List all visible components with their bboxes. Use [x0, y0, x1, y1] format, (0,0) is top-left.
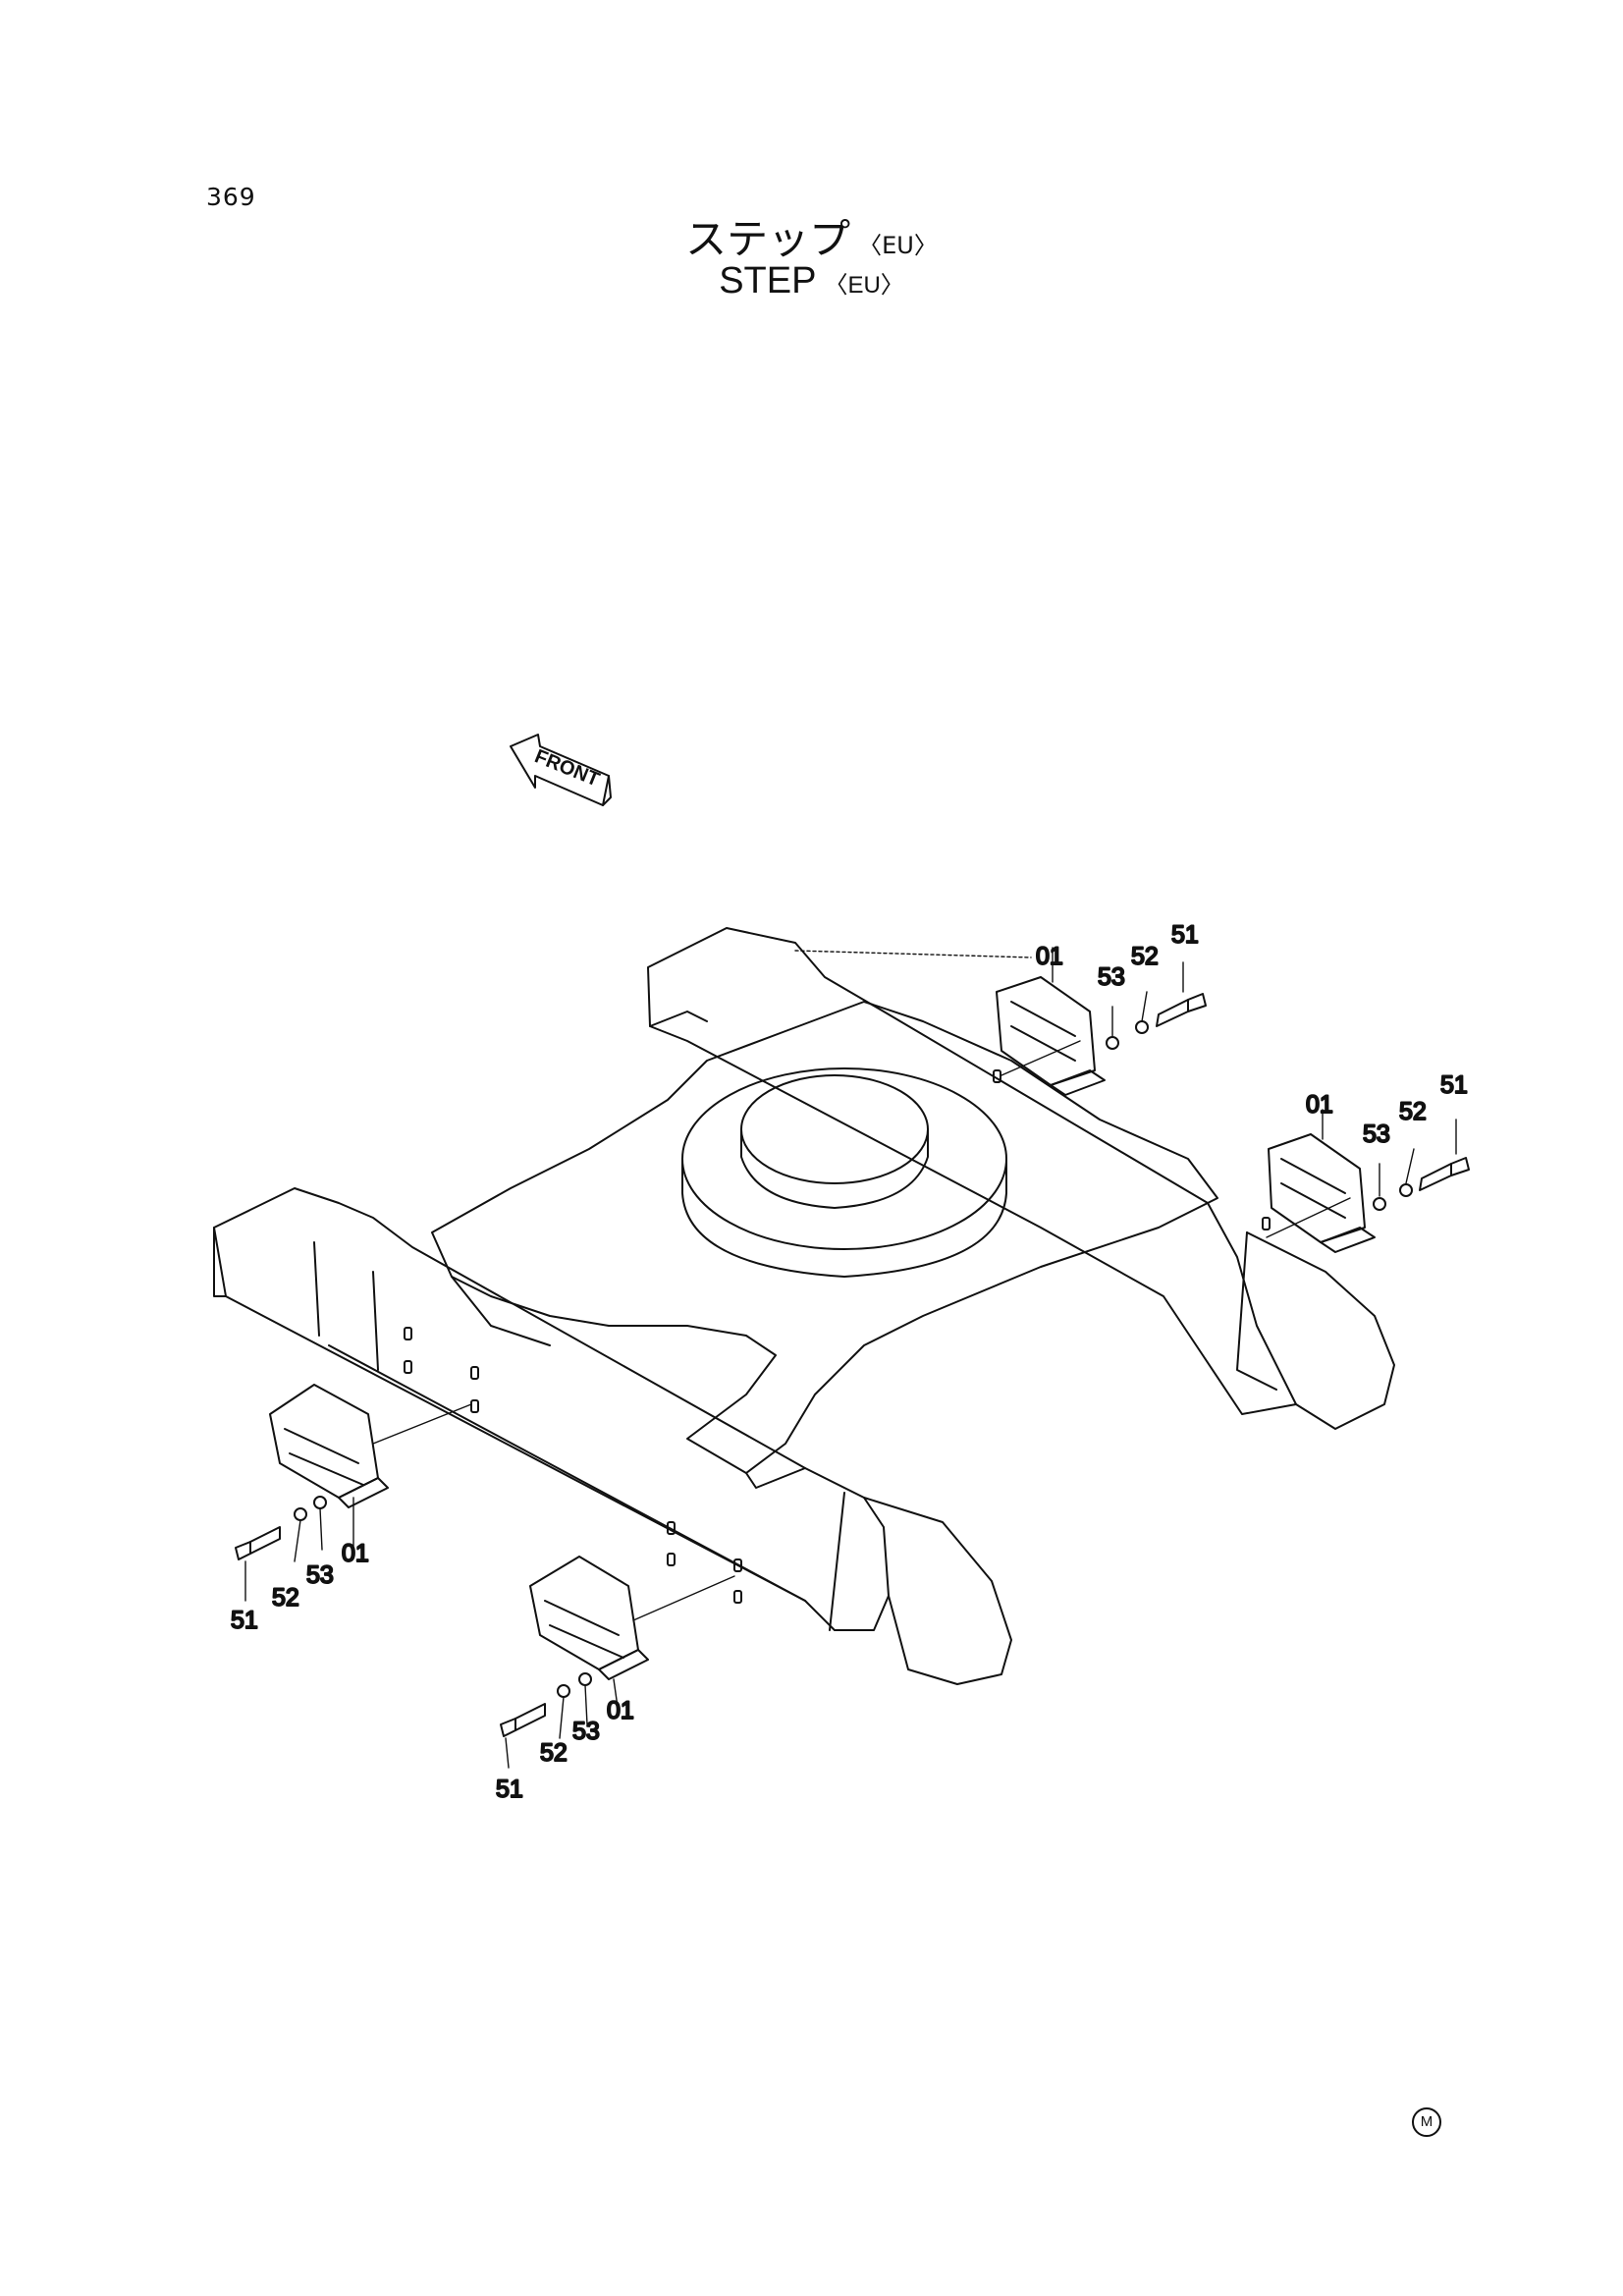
title-japanese: ステップ〈EU〉 — [0, 206, 1623, 266]
page-number: 369 — [206, 183, 256, 211]
callout-label: 51 — [1440, 1071, 1468, 1099]
step-rear-left — [996, 976, 1106, 1096]
callout-label: 53 — [572, 1718, 600, 1745]
callout-label: 51 — [231, 1607, 258, 1634]
callout-label: 53 — [1363, 1121, 1390, 1148]
leader-lines — [244, 947, 1457, 1769]
callout-label: 51 — [1171, 921, 1199, 949]
step-front-left — [269, 1384, 389, 1508]
title-variant-tag-jp: 〈EU〉 — [858, 232, 938, 259]
step-rear-right — [1268, 1133, 1376, 1253]
step-front-right — [529, 1556, 649, 1680]
callout-label: 52 — [540, 1739, 568, 1767]
callout-label: 01 — [1306, 1091, 1333, 1119]
front-arrow-icon: FRONT — [510, 734, 612, 806]
callout-label: 53 — [1098, 963, 1125, 991]
callout-label: 01 — [342, 1540, 369, 1567]
callout-label: 52 — [272, 1584, 299, 1612]
title-japanese-text: ステップ — [685, 215, 851, 263]
fasteners — [235, 993, 1470, 1737]
title-english-text: STEP — [719, 260, 817, 301]
callout-labels: 01 53 52 51 01 53 52 51 51 52 53 01 51 5… — [230, 920, 1469, 1804]
callout-label: 52 — [1399, 1098, 1427, 1125]
title-english: STEP 〈EU〉 — [0, 260, 1623, 302]
callout-label: 52 — [1131, 943, 1159, 970]
title-variant-tag-en: 〈EU〉 — [824, 272, 904, 299]
callout-label: 01 — [607, 1697, 634, 1724]
track-frame — [213, 927, 1395, 1685]
callout-label: 51 — [496, 1776, 523, 1803]
callout-label: 01 — [1036, 943, 1063, 970]
front-label: FRONT — [531, 745, 602, 791]
callout-label: 53 — [306, 1561, 334, 1589]
trademark-circle-icon: M — [1412, 2107, 1441, 2137]
